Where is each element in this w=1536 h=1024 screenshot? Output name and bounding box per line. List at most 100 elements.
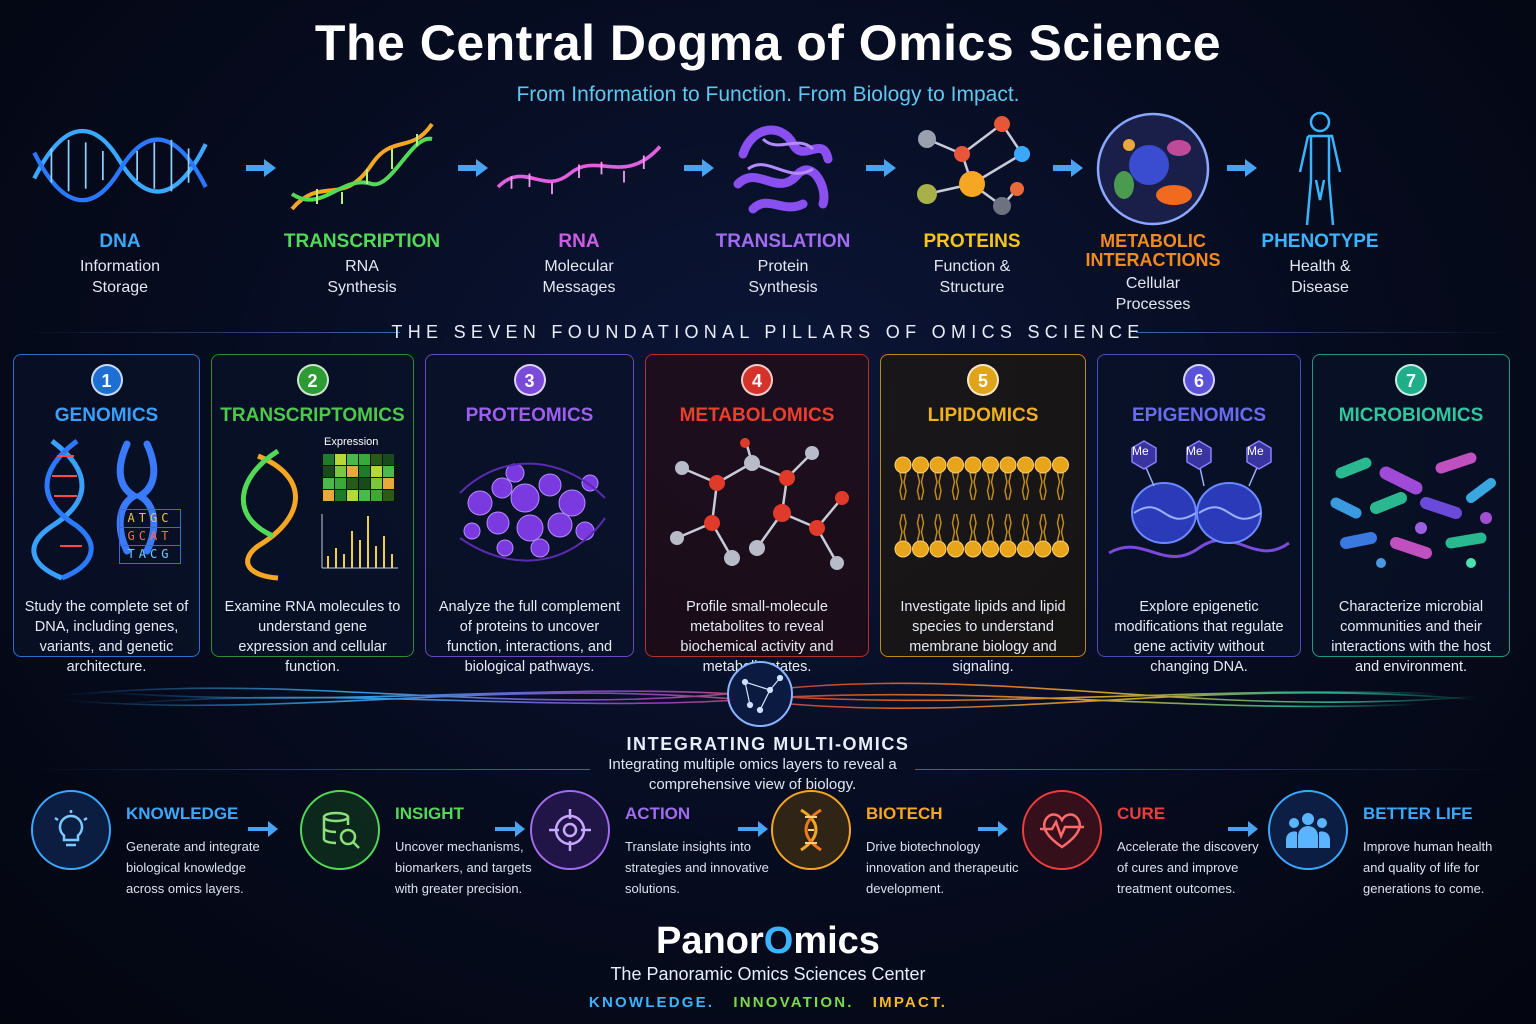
protein-folding-icon <box>693 110 873 228</box>
heatmap-cell <box>322 453 334 465</box>
dna-helix-icon <box>30 110 210 228</box>
heart-pulse-icon <box>1022 790 1102 870</box>
brand-tagline: KNOWLEDGE. INNOVATION. IMPACT. <box>0 994 1536 1011</box>
protein-structure-icon <box>426 433 633 583</box>
flow-step-desc: Function & <box>933 258 1011 275</box>
heatmap-cell <box>358 477 370 489</box>
section-heading: THE SEVEN FOUNDATIONAL PILLARS OF OMICS … <box>391 322 1145 342</box>
flow-step-desc: Synthesis <box>327 279 397 296</box>
outcome-action: ACTION Translate insights into strategie… <box>530 790 769 900</box>
lipid-head <box>1052 540 1069 558</box>
lipid-head <box>894 456 912 474</box>
lipid-tail <box>951 513 960 542</box>
heatmap-cell <box>334 465 346 477</box>
lipid-head <box>982 540 999 558</box>
pillar-description: Characterize microbial communities and t… <box>1331 599 1491 675</box>
arrow-right-icon <box>738 821 768 837</box>
pillar-number: 2 <box>296 364 329 396</box>
flow-step-name: TRANSCRIPTION <box>283 231 441 252</box>
flow-step-desc: Protein <box>757 258 809 275</box>
arrow-right-icon <box>246 159 276 177</box>
outcome-description: Accelerate the discovery of cures and im… <box>1117 839 1259 896</box>
flow-step-name: DNA <box>99 231 141 252</box>
metabolite-network-icon <box>646 433 868 583</box>
flow-step-desc: Molecular <box>544 258 614 275</box>
flow-step-desc: Storage <box>91 279 149 296</box>
heatmap-cell <box>358 489 370 501</box>
lipid-tail <box>1039 472 1047 501</box>
flow-step-desc: Processes <box>1115 296 1191 313</box>
lipid-tail <box>899 513 907 542</box>
pillar-description: Analyze the full complement of proteins … <box>438 599 621 675</box>
pillar-name: EPIGENOMICS <box>1131 405 1267 426</box>
outcome-cure: CURE Accelerate the discovery of cures a… <box>1022 790 1259 900</box>
lightbulb-icon <box>31 790 111 870</box>
lipid-tail <box>916 472 925 501</box>
arrow-right-icon <box>1227 159 1257 177</box>
heatmap-cell <box>382 465 394 477</box>
arrow-right-icon <box>978 821 1008 837</box>
lipid-tail <box>934 513 942 542</box>
pillar-name: LIPIDOMICS <box>927 405 1039 426</box>
methyl-mark: Me <box>1186 444 1203 458</box>
flow-step-name: METABOLIC INTERACTIONS <box>1085 231 1221 270</box>
heatmap-cell <box>346 453 358 465</box>
pillar-name: PROTEOMICS <box>465 405 594 426</box>
lipid-tail <box>1056 472 1065 501</box>
database-search-icon <box>300 790 380 870</box>
outcome-better-life: BETTER LIFE Improve human health and qua… <box>1268 790 1508 900</box>
heatmap-cell <box>358 465 370 477</box>
heatmap-cell <box>334 477 346 489</box>
flow-step-desc: Synthesis <box>748 279 818 296</box>
pillar-name: METABOLOMICS <box>679 405 835 426</box>
flow-step-name: TRANSLATION <box>715 231 851 252</box>
cell-icon <box>1063 110 1243 228</box>
flow-step-desc: Disease <box>1291 279 1349 296</box>
outcome-description: Drive biotechnology innovation and thera… <box>866 839 1019 896</box>
pillar-description: Explore epigenetic modifications that re… <box>1114 599 1284 675</box>
arrow-right-icon <box>684 159 714 177</box>
outcome-title: INSIGHT <box>395 804 464 823</box>
heatmap-cell <box>370 477 382 489</box>
lipid-tail <box>1004 472 1012 501</box>
flow-step-phenotype: PHENOTYPE Health & Disease <box>1230 110 1410 298</box>
heatmap-cell <box>370 465 382 477</box>
lipid-tail <box>934 472 942 501</box>
lipid-tail <box>951 472 960 501</box>
flow-step-name: PHENOTYPE <box>1261 231 1379 252</box>
heatmap-cell <box>382 477 394 489</box>
pillar-name: GENOMICS <box>54 405 159 426</box>
target-icon <box>530 790 610 870</box>
lipid-tail <box>986 472 995 501</box>
lipid-tail <box>1039 513 1047 542</box>
lipid-head <box>1052 456 1069 474</box>
divider <box>915 769 1505 770</box>
pillar-genomics: 1 GENOMICS ATGC GCAT TACG Study the comp… <box>13 354 200 675</box>
outcome-title: BIOTECH <box>866 804 943 823</box>
expression-heatmap-icon: Expression <box>212 433 413 583</box>
lipid-head <box>1017 540 1034 558</box>
lipid-tail <box>1004 513 1012 542</box>
pillar-proteomics: 3 PROTEOMICS Analyze the full complement… <box>425 354 634 675</box>
dna-badge-icon <box>771 790 851 870</box>
lipid-head <box>999 456 1017 474</box>
flow-step-desc: Health & <box>1289 258 1351 275</box>
heatmap-label: Expression <box>324 436 379 448</box>
brand-subtitle: The Panoramic Omics Sciences Center <box>610 964 926 984</box>
pillar-name: MICROBIOMICS <box>1338 405 1484 426</box>
sequence-row: GCAT <box>119 528 181 546</box>
pillar-epigenomics: 6 EPIGENOMICS Me Me Me Explore epigeneti… <box>1097 354 1301 675</box>
heatmap-cell <box>382 453 394 465</box>
lipid-bilayer-icon <box>881 433 1085 583</box>
outcome-description: Improve human health and quality of life… <box>1363 839 1493 896</box>
lipid-head <box>912 456 929 474</box>
arrow-right-icon <box>1053 159 1083 177</box>
lipid-tail <box>1021 513 1030 542</box>
pillar-lipidomics: 5 LIPIDOMICS Investigate lipids and lipi… <box>880 354 1086 675</box>
integration-description: Integrating multiple omics layers to rev… <box>608 756 897 793</box>
lipid-head <box>964 540 982 558</box>
tagline-word: IMPACT. <box>872 994 948 1011</box>
human-body-icon <box>1230 110 1410 228</box>
lipid-head <box>1017 456 1034 474</box>
